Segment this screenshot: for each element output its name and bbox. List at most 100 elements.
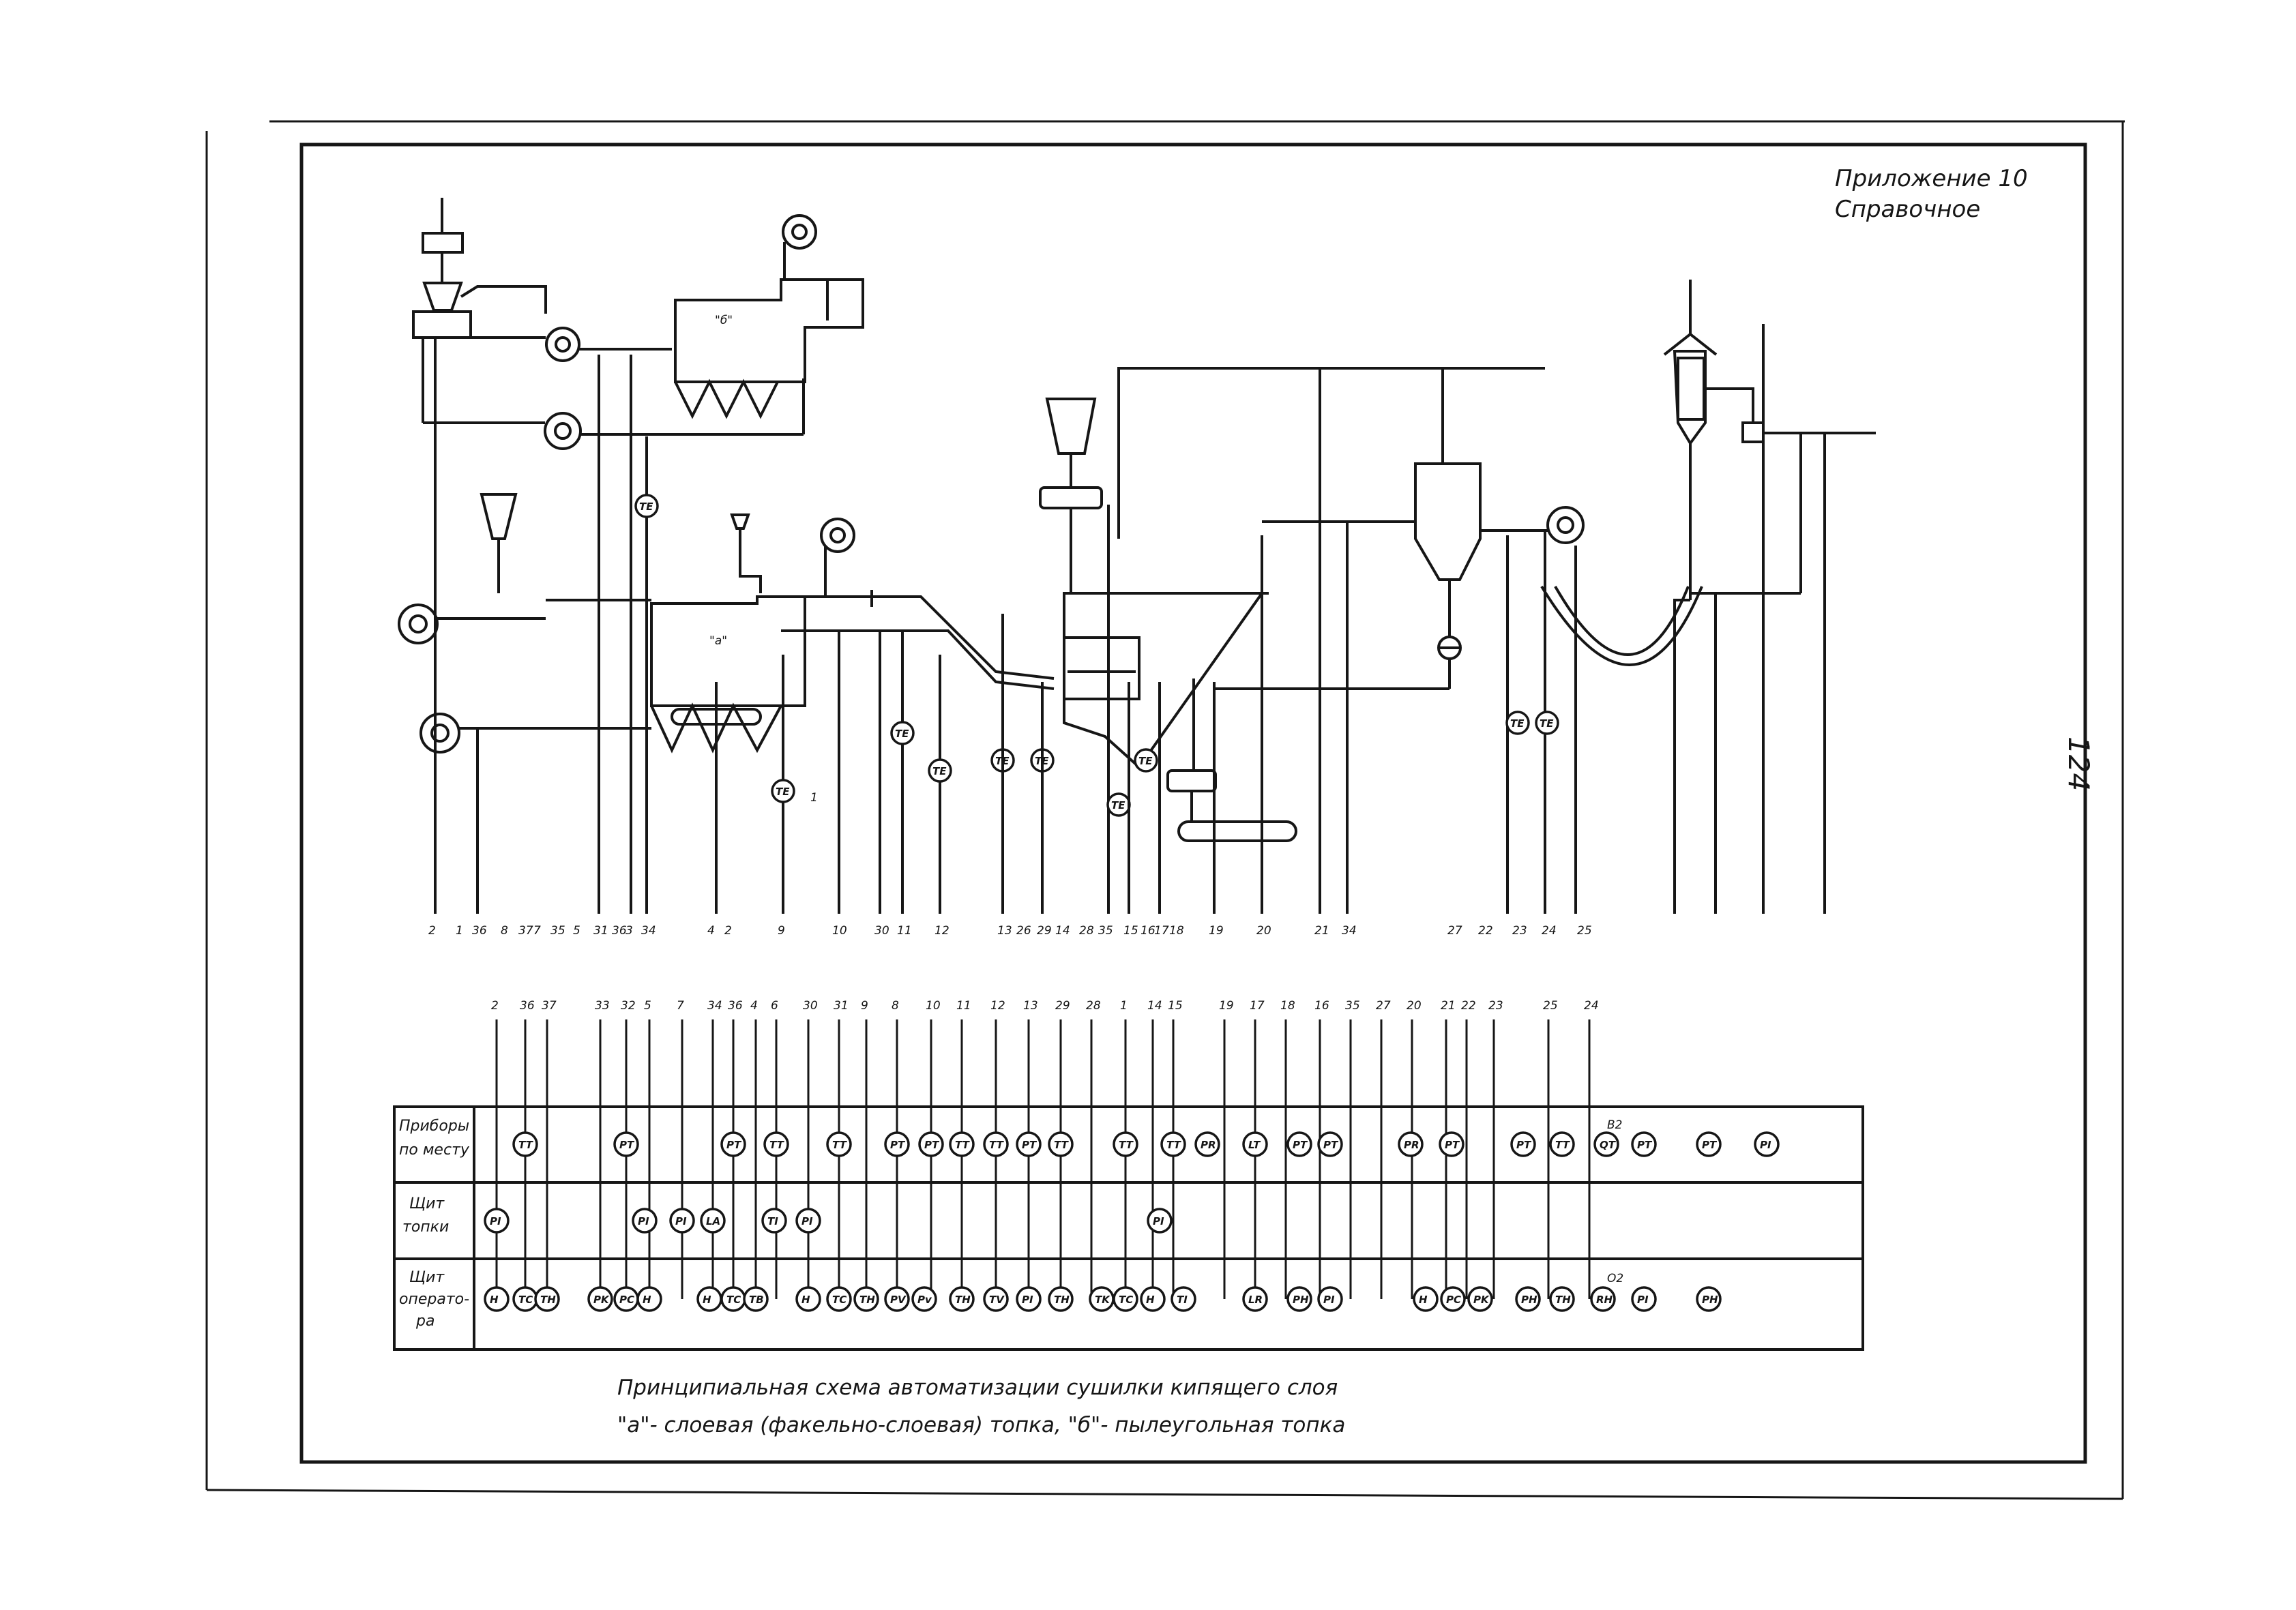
column-number: 11: [956, 999, 971, 1013]
svg-text:TC: TC: [1119, 1294, 1133, 1306]
bottom-number: 2: [428, 924, 436, 938]
svg-text:TV: TV: [989, 1294, 1005, 1306]
instrument-bubble: TH: [1549, 1286, 1575, 1312]
svg-text:TH: TH: [1555, 1294, 1571, 1306]
instrument-bubble: PT: [720, 1131, 746, 1157]
svg-text:PK: PK: [593, 1294, 610, 1306]
instrument-bubble: PI: [484, 1208, 510, 1234]
label-furnace-b: "б": [715, 314, 733, 327]
svg-text:Pv: Pv: [917, 1294, 932, 1306]
row-label-local-1: Приборы: [399, 1118, 469, 1135]
bottom-number: 8: [501, 924, 508, 938]
bottom-number: 37: [518, 924, 533, 938]
svg-text:TB: TB: [749, 1294, 764, 1306]
svg-text:PI: PI: [1760, 1139, 1771, 1151]
svg-text:TE: TE: [1138, 755, 1153, 767]
column-number: 2: [491, 999, 499, 1013]
svg-text:TH: TH: [955, 1294, 971, 1306]
bottom-number: 10: [832, 924, 847, 938]
svg-text:TT: TT: [1054, 1139, 1070, 1151]
bottom-number: 23: [1512, 924, 1527, 938]
separator: [1414, 462, 1482, 581]
instrument-bubble: PT: [1016, 1131, 1042, 1157]
bottom-number: 12: [934, 924, 950, 938]
bottom-number: 29: [1037, 924, 1052, 938]
svg-text:PT: PT: [1445, 1139, 1460, 1151]
svg-text:PH: PH: [1521, 1294, 1537, 1306]
svg-text:TC: TC: [726, 1294, 741, 1306]
label-furnace-a: "а": [709, 634, 727, 648]
instrument-bubble: PV: [884, 1286, 910, 1312]
bottom-number: 26: [1016, 924, 1031, 938]
column-number: 36: [728, 999, 743, 1013]
column-number: 23: [1488, 999, 1503, 1013]
instrument-bubble: TH: [1048, 1286, 1074, 1312]
column-number: 20: [1407, 999, 1422, 1013]
analyzer-box: [1741, 421, 1765, 443]
instrument-bubble: PR: [1194, 1131, 1220, 1157]
svg-text:TE: TE: [776, 786, 790, 798]
appendix-subtitle: Справочное: [1835, 196, 1980, 223]
instrument-bubble: PI: [1147, 1208, 1173, 1234]
instrument-bubble: H: [696, 1286, 722, 1312]
instrument-bubble: H: [484, 1286, 510, 1312]
mill-body: [412, 310, 472, 339]
svg-text:TH: TH: [540, 1294, 556, 1306]
row-label-furnace-panel-2: топки: [402, 1219, 449, 1236]
row-label-operator-panel-3: ра: [415, 1313, 435, 1330]
fan-1: [545, 327, 580, 362]
annotation-o2: О2: [1607, 1272, 1623, 1285]
svg-text:TK: TK: [1095, 1294, 1110, 1306]
svg-text:TH: TH: [859, 1294, 875, 1306]
svg-text:PV: PV: [890, 1294, 907, 1306]
instrument-bubble: LT: [1242, 1131, 1268, 1157]
svg-text:LA: LA: [706, 1215, 720, 1227]
instrument-bubble: TT: [1549, 1131, 1575, 1157]
feeder-top: [422, 232, 464, 254]
annotation-b2: В2: [1607, 1118, 1622, 1132]
svg-text:TE: TE: [639, 501, 653, 513]
bottom-number: 11: [897, 924, 912, 938]
instrument-bubble: PT: [1317, 1131, 1343, 1157]
instrument-bubble: TT: [949, 1131, 975, 1157]
column-number: 13: [1023, 999, 1038, 1013]
instrument-bubble: H: [636, 1286, 662, 1312]
bottom-number: 13: [997, 924, 1012, 938]
column-number: 34: [707, 999, 722, 1013]
instrument-bubble: TI: [1171, 1286, 1196, 1312]
svg-text:PT: PT: [924, 1139, 940, 1151]
duct-u: [1540, 585, 1703, 666]
svg-text:PT: PT: [1637, 1139, 1653, 1151]
svg-text:TH: TH: [1054, 1294, 1070, 1306]
bunker: [1045, 398, 1097, 455]
svg-text:PH: PH: [1293, 1294, 1309, 1306]
bottom-number: 25: [1577, 924, 1592, 938]
row-label-furnace-panel-1: Щит: [409, 1195, 445, 1212]
column-number: 15: [1168, 999, 1183, 1013]
instrument-bubble: TV: [983, 1286, 1009, 1312]
bottom-number: 7: [533, 924, 541, 938]
svg-text:PT: PT: [890, 1139, 906, 1151]
instrument-bubble: PT: [1510, 1131, 1536, 1157]
column-number: 19: [1219, 999, 1234, 1013]
svg-text:PI: PI: [638, 1215, 649, 1227]
svg-text:TE: TE: [895, 728, 909, 740]
svg-text:PI: PI: [1153, 1215, 1164, 1227]
row-label-operator-panel-2: операто-: [399, 1291, 469, 1308]
svg-text:PI: PI: [490, 1215, 501, 1227]
svg-text:RH: RH: [1596, 1294, 1613, 1306]
svg-text:PI: PI: [1022, 1294, 1033, 1306]
furnace-b: [674, 278, 864, 383]
instrument-bubble: TH: [853, 1286, 879, 1312]
caption-line-2: "а"- слоевая (факельно-слоевая) топка, "…: [617, 1413, 1345, 1437]
instrument-bubble: TH: [534, 1286, 560, 1312]
te-sensor-9: TE: [1535, 711, 1559, 735]
fan-5: [420, 713, 460, 754]
svg-text:TT: TT: [1166, 1139, 1182, 1151]
te-sensor-6: TE: [1106, 792, 1131, 817]
grid-zone: [1063, 636, 1140, 700]
svg-text:TE: TE: [1111, 799, 1125, 811]
svg-text:PT: PT: [1516, 1139, 1532, 1151]
instrument-bubble: TH: [949, 1286, 975, 1312]
